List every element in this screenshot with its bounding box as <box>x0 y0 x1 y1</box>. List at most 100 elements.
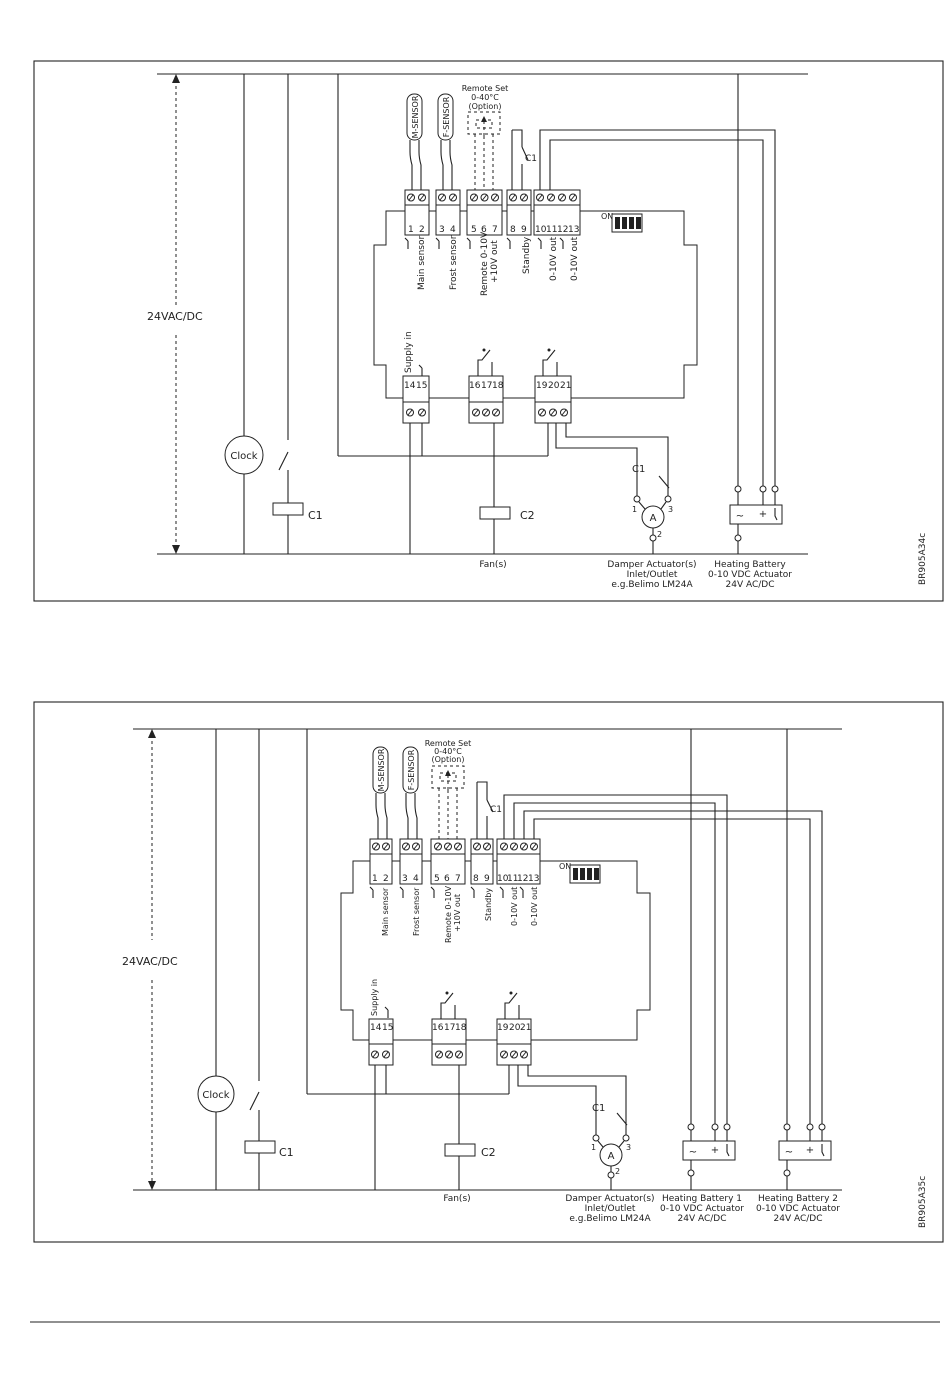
relay-contact-16-18 <box>477 349 493 376</box>
svg-text:A: A <box>650 513 657 524</box>
damper-label-2-line-2: Inlet/Outlet <box>585 1204 636 1214</box>
svg-text:0-40°C: 0-40°C <box>434 747 462 756</box>
label-remote: Remote 0-10V <box>480 231 490 296</box>
heating-label-line-1: Heating Battery <box>714 560 786 570</box>
label-out-2-2: 0-10V out <box>530 887 539 926</box>
controller-body <box>373 210 698 399</box>
main-sensor: M-SENSOR <box>406 93 423 190</box>
label-out-1: 0-10V out <box>549 236 559 281</box>
heating-1-label-line-3: 24V AC/DC <box>678 1214 727 1224</box>
label-out-1-2: 0-10V out <box>510 887 519 926</box>
svg-text:6: 6 <box>444 874 450 884</box>
svg-text:2: 2 <box>615 1167 620 1176</box>
svg-text:Remote Set: Remote Set <box>425 739 472 748</box>
svg-text:13: 13 <box>568 225 579 235</box>
main-sensor-2: M-SENSOR <box>372 746 389 839</box>
fans-label: Fan(s) <box>479 560 506 570</box>
frost-sensor-2: F-SENSOR <box>402 746 419 839</box>
svg-text:10: 10 <box>535 225 547 235</box>
terminal-block-16-18 <box>468 375 504 424</box>
svg-text:7: 7 <box>455 874 461 884</box>
relay-c1-label-2: C1 <box>279 1146 294 1159</box>
damper-label-2-line-1: Damper Actuator(s) <box>565 1194 654 1204</box>
svg-text:2: 2 <box>657 530 662 539</box>
label-main-sensor-2: Main sensor <box>381 887 390 936</box>
relay-c1-coil <box>272 502 304 516</box>
svg-text:17: 17 <box>444 1023 455 1033</box>
terminal-block-10-13 <box>533 189 581 236</box>
heating-2-label-line-3: 24V AC/DC <box>774 1214 823 1224</box>
label-10v-out: +10V out <box>490 240 500 283</box>
terminal-numbers-top-2: 1 2 3 4 5 6 7 8 9 10 11 12 13 <box>372 874 539 884</box>
remote-set-potentiometer <box>467 111 501 190</box>
terminal-block-16-18-d2 <box>431 1018 467 1066</box>
standby-contact-c1-2: C1 <box>476 781 502 839</box>
svg-text:9: 9 <box>484 874 490 884</box>
svg-text:M-SENSOR: M-SENSOR <box>377 748 386 791</box>
terminal-numbers-bottom-2: 14 15 16 17 18 19 20 21 <box>370 1023 531 1033</box>
clock-label-2: Clock <box>202 1090 229 1101</box>
svg-text:7: 7 <box>492 225 498 235</box>
heating-battery: ~ + <box>729 74 783 554</box>
svg-text:20: 20 <box>548 381 560 391</box>
diagram-2-frame <box>33 701 944 1243</box>
svg-text:~: ~ <box>689 1147 697 1158</box>
label-out-2: 0-10V out <box>570 236 580 281</box>
wiring-diagram-2: 24VAC/DC Clock C1 ON M-SENSOR <box>33 701 944 1243</box>
svg-text:3: 3 <box>402 874 408 884</box>
heating-2-label-line-2: 0-10 VDC Actuator <box>756 1204 840 1214</box>
heating-1-label-line-1: Heating Battery 1 <box>662 1194 742 1204</box>
svg-text:1: 1 <box>372 874 378 884</box>
svg-text:12: 12 <box>557 225 568 235</box>
svg-text:14: 14 <box>404 381 416 391</box>
terminal-block-3-4-d2 <box>399 838 423 885</box>
damper-label-2-line-3: e.g.Belimo LM24A <box>569 1214 651 1224</box>
svg-text:3: 3 <box>439 225 445 235</box>
frost-sensor: F-SENSOR <box>437 93 454 190</box>
svg-text:2: 2 <box>383 874 389 884</box>
svg-text:5: 5 <box>471 225 477 235</box>
terminal-block-8-9-d2 <box>470 838 494 885</box>
svg-text:C1: C1 <box>525 154 537 164</box>
svg-text:8: 8 <box>473 874 479 884</box>
svg-text:5: 5 <box>434 874 440 884</box>
label-frost-sensor-2: Frost sensor <box>412 887 421 936</box>
terminal-block-8-9 <box>506 189 532 236</box>
svg-text:19: 19 <box>497 1023 509 1033</box>
svg-text:0-40°C: 0-40°C <box>471 93 499 102</box>
terminal-block-10-13-d2 <box>496 838 541 885</box>
svg-text:21: 21 <box>520 1023 531 1033</box>
terminal-block-1-2-d2 <box>369 838 393 885</box>
relay-c2-coil-2 <box>444 1143 476 1157</box>
heating-battery-2: ~ + <box>778 729 832 1190</box>
svg-text:15: 15 <box>382 1023 393 1033</box>
relay-c1-coil-2 <box>244 1140 276 1154</box>
heating-2-label-line-1: Heating Battery 2 <box>758 1194 838 1204</box>
terminal-block-19-21 <box>534 375 572 424</box>
terminal-block-1-2 <box>404 189 430 236</box>
heating-battery-1: ~ + <box>682 729 736 1190</box>
terminal-block-5-7 <box>466 189 503 236</box>
damper-label-line-1: Damper Actuator(s) <box>607 560 696 570</box>
svg-text:+: + <box>806 1145 814 1156</box>
label-frost-sensor: Frost sensor <box>449 235 459 290</box>
svg-text:F-SENSOR: F-SENSOR <box>442 96 451 137</box>
svg-text:18: 18 <box>455 1023 467 1033</box>
ground-symbols-top <box>404 237 564 249</box>
standby-contact-c1: C1 <box>511 129 537 190</box>
label-main-sensor: Main sensor <box>417 236 427 290</box>
svg-text:3: 3 <box>668 505 673 514</box>
svg-text:2: 2 <box>419 225 425 235</box>
svg-text:F-SENSOR: F-SENSOR <box>407 749 416 790</box>
relay-c2-label-2: C2 <box>481 1146 496 1159</box>
svg-text:C1: C1 <box>490 805 502 815</box>
relay-c1-label: C1 <box>308 509 323 522</box>
label-standby: Standby <box>522 236 532 274</box>
svg-text:4: 4 <box>413 874 419 884</box>
diagram-1-frame <box>33 60 944 602</box>
svg-text:~: ~ <box>785 1147 793 1158</box>
terminal-block-3-4 <box>435 189 461 236</box>
svg-text:4: 4 <box>450 225 456 235</box>
label-supply-in: Supply in <box>404 331 414 373</box>
